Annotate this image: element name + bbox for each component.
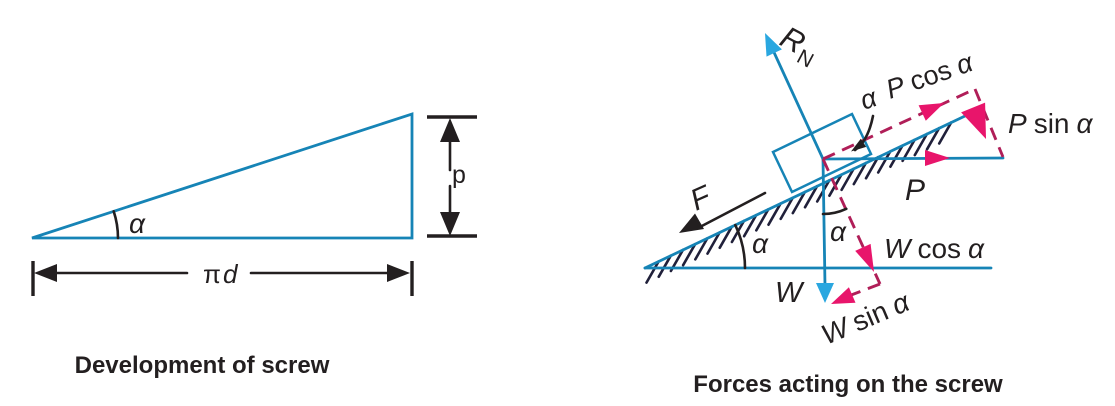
incline-angle-label: α: [129, 208, 146, 239]
development-triangle: [31, 112, 414, 240]
right-arrow-icon: [387, 264, 410, 282]
down-arrow-icon: [440, 212, 460, 236]
w-sin-arrowhead-icon: [831, 287, 856, 304]
right-caption: Forces acting on the screw: [693, 371, 1003, 398]
effort-arrow: [821, 156, 1005, 161]
effort-angle-label: α: [856, 82, 882, 116]
effort-angle-pointer-arrowhead-icon: [851, 138, 867, 152]
pitch-dimension: p: [427, 115, 477, 238]
p-sin-arrowhead-icon: [961, 102, 986, 139]
w-sin-arrow: [837, 282, 881, 302]
effort-label: P: [905, 174, 925, 207]
normal-reaction-arrowhead-icon: [765, 33, 782, 57]
weight-arrowhead-icon: [816, 283, 834, 303]
p-cos-arrowhead-icon: [918, 103, 944, 121]
weight-angle-arc: [821, 207, 848, 216]
weight-label: W: [775, 277, 805, 309]
p-cos-arrow: [822, 87, 976, 161]
left-caption: Development of screw: [75, 352, 330, 379]
w-sin-label: Wsinα: [817, 286, 915, 351]
hatching: [645, 121, 953, 284]
incline-angle-arc: [734, 223, 747, 270]
friction-arrow: [696, 191, 767, 230]
weight-arrow: [821, 157, 827, 288]
left-arrow-icon: [34, 264, 57, 282]
pi-d-dimension: πd: [31, 259, 414, 296]
weight-angle-label: α: [830, 216, 847, 247]
p-cos-label: Pcosα: [882, 47, 978, 105]
w-cos-arrowhead-icon: [855, 243, 874, 272]
normal-reaction-arrow: [770, 46, 825, 161]
pi-d-label: πd: [203, 259, 239, 289]
p-sin-arrow: [973, 88, 1005, 158]
incline-surface: [643, 114, 967, 270]
up-arrow-icon: [440, 118, 460, 142]
incline-angle-label: α: [752, 228, 769, 259]
friction-arrowhead-icon: [679, 213, 704, 233]
pitch-label: p: [452, 161, 466, 189]
screw-block: [771, 112, 873, 194]
effort-arrowhead-icon: [925, 150, 950, 166]
friction-label: F: [685, 179, 717, 217]
development-of-screw-diagram: α p πd Development of screw: [31, 112, 477, 379]
incline-angle-arc: [112, 210, 120, 240]
